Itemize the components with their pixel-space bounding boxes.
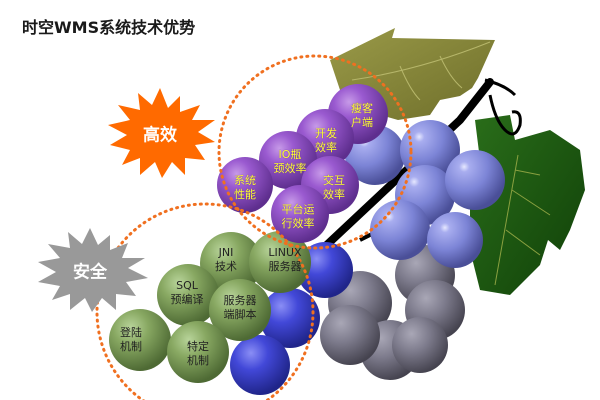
grape-label-dev-efficiency: 开发 效率 [315, 127, 337, 154]
grape-label-io-bottleneck: IO瓶 颈效率 [273, 148, 307, 175]
grape-label-server-script: 服务器 端脚本 [223, 294, 257, 321]
efficiency-starburst-icon [108, 88, 215, 178]
grape-label-thin-client: 瘦客 户端 [351, 102, 373, 129]
category-label-security: 安全 [73, 262, 107, 283]
grape-label-jni: JNI 技术 [215, 246, 237, 273]
dark-leaf-icon [470, 115, 585, 295]
category-label-efficiency: 高效 [143, 125, 177, 146]
purple-grape-cluster [217, 84, 388, 243]
efficiency-dotted-circle [217, 54, 413, 250]
grape-label-specific-mechanism: 特定 机制 [187, 340, 209, 367]
security-dotted-circle [95, 202, 315, 400]
blue-grape-cluster [230, 242, 353, 395]
green-grape-cluster [109, 231, 311, 383]
grape-label-sql-precompile: SQL 预编译 [170, 279, 204, 306]
page-title: 时空WMS系统技术优势 [22, 18, 196, 37]
grape-label-platform-efficiency: 平台运 行效率 [281, 203, 315, 230]
lavender-grape-cluster [345, 120, 505, 268]
grape-label-interaction-efficiency: 交互 效率 [323, 174, 345, 201]
grape-label-login-mechanism: 登陆 机制 [120, 326, 142, 353]
grape-label-linux-server: LINUX 服务器 [268, 246, 302, 273]
grape-label-system-performance: 系统 性能 [234, 174, 256, 201]
security-starburst-icon [38, 228, 148, 312]
